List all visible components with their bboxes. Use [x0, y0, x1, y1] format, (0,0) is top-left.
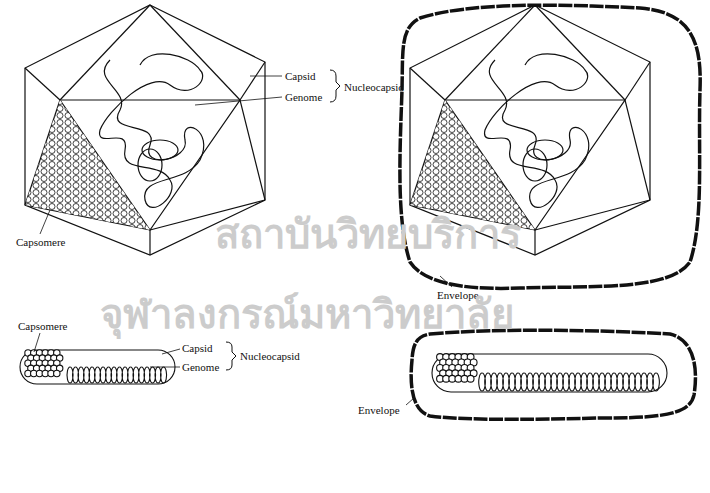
- viral-envelope: [411, 330, 695, 419]
- bracket: [330, 70, 340, 102]
- helical-nucleocapsid: [432, 354, 667, 392]
- part-label: Nucleocapsid: [344, 81, 404, 93]
- part-label: Genome: [182, 361, 219, 373]
- part-label: Capsid: [285, 70, 316, 82]
- watermark: สถาบันวิทยบริการ: [215, 212, 521, 256]
- part-label: Envelope: [358, 404, 400, 416]
- capsomere-unit: [467, 375, 474, 382]
- capsomere-unit: [54, 370, 60, 376]
- part-label: Capsomere: [18, 320, 67, 332]
- part-label: Nucleocapsid: [240, 350, 300, 362]
- part-label: Genome: [285, 91, 322, 103]
- bracket: [226, 342, 236, 370]
- part-label: Capsomere: [16, 236, 65, 248]
- watermark: จุฬาลงกรณ์มหาวิทยาลัย: [100, 292, 514, 336]
- part-label: Capsid: [182, 342, 213, 354]
